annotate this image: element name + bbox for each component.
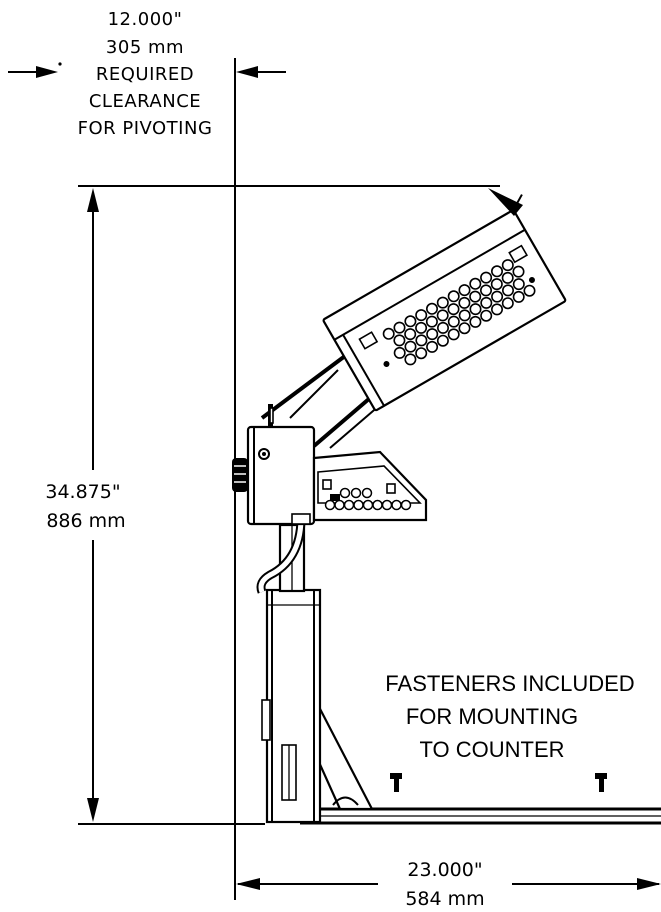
keyboard-key — [469, 303, 482, 316]
control-box — [232, 404, 316, 526]
keyboard-key — [523, 284, 536, 297]
keypad-key — [324, 499, 336, 511]
keyboard-key — [479, 284, 492, 297]
keyboard-key — [447, 290, 460, 303]
keyboard-key — [512, 278, 525, 291]
keyboard-key — [469, 290, 482, 303]
keyboard-key — [458, 296, 471, 309]
keyboard-key — [469, 277, 482, 290]
keypad-key — [381, 499, 393, 511]
keyboard-key — [480, 309, 493, 322]
keypad-key — [372, 499, 383, 511]
keyboard-key — [447, 315, 460, 328]
keyboard-key — [447, 328, 460, 341]
keyboard-key — [404, 328, 417, 341]
keypad-key — [361, 487, 373, 499]
keypad-key — [353, 499, 364, 511]
keyboard-key — [447, 303, 460, 316]
keyboard-key — [490, 265, 503, 278]
clearance-dimension: 12.000" 305 mm REQUIRED CLEARANCE FOR PI… — [8, 9, 286, 139]
clearance-label-clearance: CLEARANCE — [89, 91, 201, 112]
keypad-key — [334, 499, 345, 511]
fastener-right — [595, 773, 607, 792]
keyboard-key — [415, 347, 428, 360]
keyboard-key — [480, 296, 493, 309]
width-inches-label: 23.000" — [407, 859, 482, 881]
keyboard-key — [491, 290, 504, 303]
keyboard-key — [404, 340, 417, 353]
keyboard-key — [512, 265, 525, 278]
keyboard-key — [436, 296, 449, 309]
keypad-key — [343, 499, 355, 511]
keypad-key — [350, 487, 362, 499]
keyboard-key — [480, 271, 493, 284]
keyboard-key — [501, 259, 514, 272]
keyboard-key — [393, 334, 406, 347]
keyboard-key — [393, 321, 406, 334]
keyboard-key — [490, 278, 503, 291]
fasteners-note: FASTENERS INCLUDED FOR MOUNTING TO COUNT… — [385, 671, 634, 762]
keyboard-key — [404, 315, 417, 328]
fastener-left — [390, 773, 402, 792]
keypad-key — [391, 499, 402, 511]
support-arms — [260, 354, 381, 449]
keypad-key — [362, 499, 374, 511]
keyboard-key — [501, 284, 514, 297]
clearance-label-required: REQUIRED — [96, 64, 194, 85]
keyboard-key — [501, 297, 514, 310]
width-dimension: 23.000" 584 mm — [236, 859, 661, 910]
pivot-arrowhead — [488, 188, 523, 216]
note-line-3: TO COUNTER — [419, 737, 564, 762]
clearance-label-pivoting: FOR PIVOTING — [78, 118, 213, 139]
keyboard-key — [469, 315, 482, 328]
keyboard-key — [426, 340, 439, 353]
note-line-1: FASTENERS INCLUDED — [385, 671, 634, 696]
keyboard-keys — [324, 259, 536, 511]
keypad-key — [400, 499, 412, 511]
keyboard-key — [512, 290, 525, 303]
keyboard-key — [404, 353, 417, 366]
keyboard-key — [426, 328, 439, 341]
keyboard-key — [490, 303, 503, 316]
keyboard-key — [425, 302, 438, 315]
keyboard-key — [415, 334, 428, 347]
height-inches-label: 34.875" — [45, 481, 120, 503]
keyboard-key — [436, 334, 449, 347]
keyboard-key — [436, 309, 449, 322]
keyboard-key — [393, 346, 406, 359]
keyboard-key — [415, 321, 428, 334]
keyboard-key — [501, 271, 514, 284]
keyboard-key — [458, 322, 471, 335]
keyboard-key — [425, 315, 438, 328]
keyboard-key — [415, 309, 428, 322]
pedestal-column — [261, 523, 322, 824]
keyboard-key — [382, 327, 395, 340]
clearance-inches-label: 12.000" — [108, 9, 183, 30]
counter-base — [299, 704, 661, 825]
keyboard-key — [458, 284, 471, 297]
keyboard-key — [436, 321, 449, 334]
clearance-mm-label: 305 mm — [106, 37, 184, 58]
keypad-key — [339, 487, 351, 499]
height-dimension: 34.875" 886 mm — [45, 185, 500, 825]
height-mm-label: 886 mm — [46, 510, 125, 532]
width-mm-label: 584 mm — [405, 888, 484, 910]
note-line-2: FOR MOUNTING — [406, 704, 578, 729]
keyboard-key — [458, 309, 471, 322]
